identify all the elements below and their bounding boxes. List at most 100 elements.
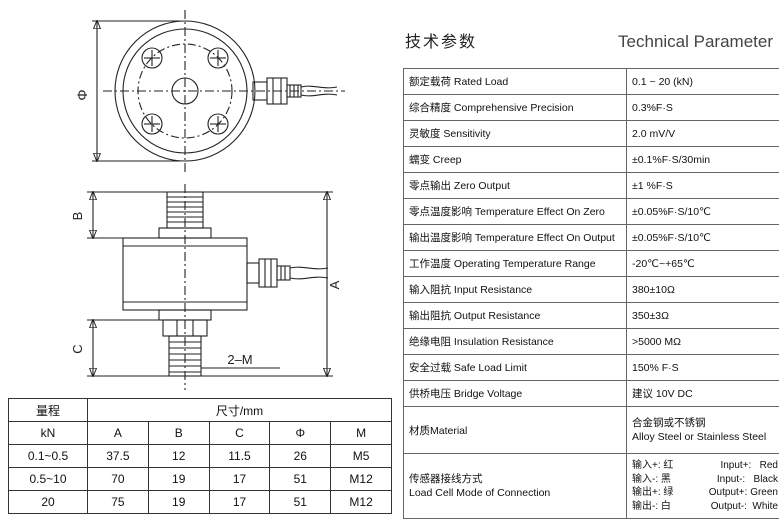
c-dimension: C xyxy=(70,320,169,376)
spec-value: 合金钢或不锈钢 Alloy Steel or Stainless Steel xyxy=(626,406,779,454)
center-hole xyxy=(171,77,199,105)
dim-cell: 17 xyxy=(208,467,271,491)
spec-label: 绝缘电阻 Insulation Resistance xyxy=(403,328,627,355)
spec-value: ±0.1%F·S/30min xyxy=(626,146,779,173)
connection-en: Output-: White xyxy=(710,500,778,512)
table-row: 零点温度影响 Temperature Effect On Zero ±0.05%… xyxy=(403,198,779,225)
connection-en: Input-: Black xyxy=(716,473,778,485)
dimension-table: 量程 尺寸/mm kN A B C Φ M 0.1~0.5 37.5 12 11… xyxy=(8,398,392,514)
spec-label: 工作温度 Operating Temperature Range xyxy=(403,250,627,277)
a-dim-label: A xyxy=(327,280,342,289)
spec-value: ±0.05%F·S/10℃ xyxy=(626,198,779,225)
connection-line: 输出+: 绿 Output+: Green xyxy=(632,486,778,500)
spec-value: 0.1 ~ 20 (kN) xyxy=(626,68,779,95)
material-value-zh: 合金钢或不锈钢 xyxy=(632,417,706,429)
connection-line: 输入-: 黑 Input-: Black xyxy=(632,473,778,487)
table-row: 综合精度 Comprehensive Precision 0.3%F·S xyxy=(403,94,779,121)
spec-label: 供桥电压 Bridge Voltage xyxy=(403,380,627,407)
thread-callout: 2–M xyxy=(201,352,280,369)
spec-value: >5000 MΩ xyxy=(626,328,779,355)
a-dimension: A xyxy=(201,192,342,376)
dim-cell: M5 xyxy=(330,444,392,468)
cable-gland-top xyxy=(252,77,338,105)
connection-line: 输出-: 白 Output-: White xyxy=(632,500,778,514)
table-row: 灵敏度 Sensitivity 2.0 mV/V xyxy=(403,120,779,147)
table-row: 供桥电压 Bridge Voltage 建议 10V DC xyxy=(403,380,779,407)
dim-cell: 19 xyxy=(147,490,210,514)
table-row: 0.5~10 70 19 17 51 M12 xyxy=(8,467,392,491)
dim-cell: 26 xyxy=(269,444,332,468)
spec-value: ±1 %F·S xyxy=(626,172,779,199)
spec-label: 零点输出 Zero Output xyxy=(403,172,627,199)
c-dim-label: C xyxy=(70,344,85,353)
dim-cell: 19 xyxy=(147,467,210,491)
dim-cell: 20 xyxy=(8,490,88,514)
dim-col-header: C xyxy=(208,421,271,445)
bolt-holes xyxy=(141,47,229,135)
table-row: 工作温度 Operating Temperature Range -20℃~+6… xyxy=(403,250,779,277)
table-row: 输入阻抗 Input Resistance 380±10Ω xyxy=(403,276,779,303)
dim-cell: 17 xyxy=(208,490,271,514)
cable-gland-side xyxy=(246,258,329,288)
table-row: 输出温度影响 Temperature Effect On Output ±0.0… xyxy=(403,224,779,251)
table-row: 零点输出 Zero Output ±1 %F·S xyxy=(403,172,779,199)
table-row: 量程 尺寸/mm xyxy=(8,398,392,422)
spec-label: 蠕变 Creep xyxy=(403,146,627,173)
center-lines xyxy=(103,10,345,174)
dim-cell: 70 xyxy=(87,467,149,491)
spec-label: 输入阻抗 Input Resistance xyxy=(403,276,627,303)
dim-cell: 51 xyxy=(269,490,332,514)
table-row: kN A B C Φ M xyxy=(8,421,392,445)
dim-col-header: B xyxy=(147,421,210,445)
table-row: 蠕变 Creep ±0.1%F·S/30min xyxy=(403,146,779,173)
table-row: 安全过载 Safe Load Limit 150% F·S xyxy=(403,354,779,381)
b-dimension: B xyxy=(70,192,167,238)
phi-dimension: Φ xyxy=(74,21,181,161)
table-row-material: 材质Material 合金钢或不锈钢 Alloy Steel or Stainl… xyxy=(403,406,779,454)
dim-header-range: 量程 xyxy=(8,398,88,422)
spec-title: 技术参数 Technical Parameter xyxy=(403,28,775,52)
spec-label: 安全过载 Safe Load Limit xyxy=(403,354,627,381)
dim-cell: 0.5~10 xyxy=(8,467,88,491)
side-view-drawing: B C A 2–M xyxy=(35,182,365,399)
table-row: 20 75 19 17 51 M12 xyxy=(8,490,392,514)
b-dim-label: B xyxy=(70,212,85,221)
dim-header-dims: 尺寸/mm xyxy=(87,398,392,422)
spec-value: 380±10Ω xyxy=(626,276,779,303)
dim-cell: M12 xyxy=(330,467,392,491)
spec-value: -20℃~+65℃ xyxy=(626,250,779,277)
connection-en: Input+: Red xyxy=(720,460,778,471)
dim-cell: 37.5 xyxy=(87,444,149,468)
spec-label: 灵敏度 Sensitivity xyxy=(403,120,627,147)
table-row: 输出阻抗 Output Resistance 350±3Ω xyxy=(403,302,779,329)
dim-col-header: Φ xyxy=(269,421,332,445)
connection-zh: 输入-: 黑 xyxy=(632,473,671,485)
dim-cell: 11.5 xyxy=(208,444,271,468)
spec-label: 输出阻抗 Output Resistance xyxy=(403,302,627,329)
spec-label: 输出温度影响 Temperature Effect On Output xyxy=(403,224,627,251)
spec-value: 建议 10V DC xyxy=(626,380,779,407)
connection-label-zh: 传感器接线方式 xyxy=(409,473,483,485)
phi-dim-label: Φ xyxy=(74,89,90,100)
dim-cell: 75 xyxy=(87,490,149,514)
table-row-connection: 传感器接线方式 Load Cell Mode of Connection 输入+… xyxy=(403,453,779,519)
spec-value: 2.0 mV/V xyxy=(626,120,779,147)
dim-cell: 51 xyxy=(269,467,332,491)
dim-cell: M12 xyxy=(330,490,392,514)
connection-label-en: Load Cell Mode of Connection xyxy=(409,487,551,499)
connection-zh: 输入+: 红 xyxy=(632,460,674,471)
table-row: 0.1~0.5 37.5 12 11.5 26 M5 xyxy=(8,444,392,468)
spec-label: 传感器接线方式 Load Cell Mode of Connection xyxy=(403,453,627,519)
connection-zh: 输出+: 绿 xyxy=(632,487,674,498)
spec-value: 输入+: 红 Input+: Red 输入-: 黑 Input-: Black … xyxy=(626,453,779,519)
connection-en: Output+: Green xyxy=(708,487,778,498)
connection-line: 输入+: 红 Input+: Red xyxy=(632,459,778,473)
spec-value: 150% F·S xyxy=(626,354,779,381)
top-view-drawing: Φ xyxy=(45,6,355,185)
dim-col-header: A xyxy=(87,421,149,445)
spec-label: 材质Material xyxy=(403,406,627,454)
table-row: 绝缘电阻 Insulation Resistance >5000 MΩ xyxy=(403,328,779,355)
flange-outline xyxy=(114,20,256,162)
table-row: 额定载荷 Rated Load 0.1 ~ 20 (kN) xyxy=(403,68,779,95)
